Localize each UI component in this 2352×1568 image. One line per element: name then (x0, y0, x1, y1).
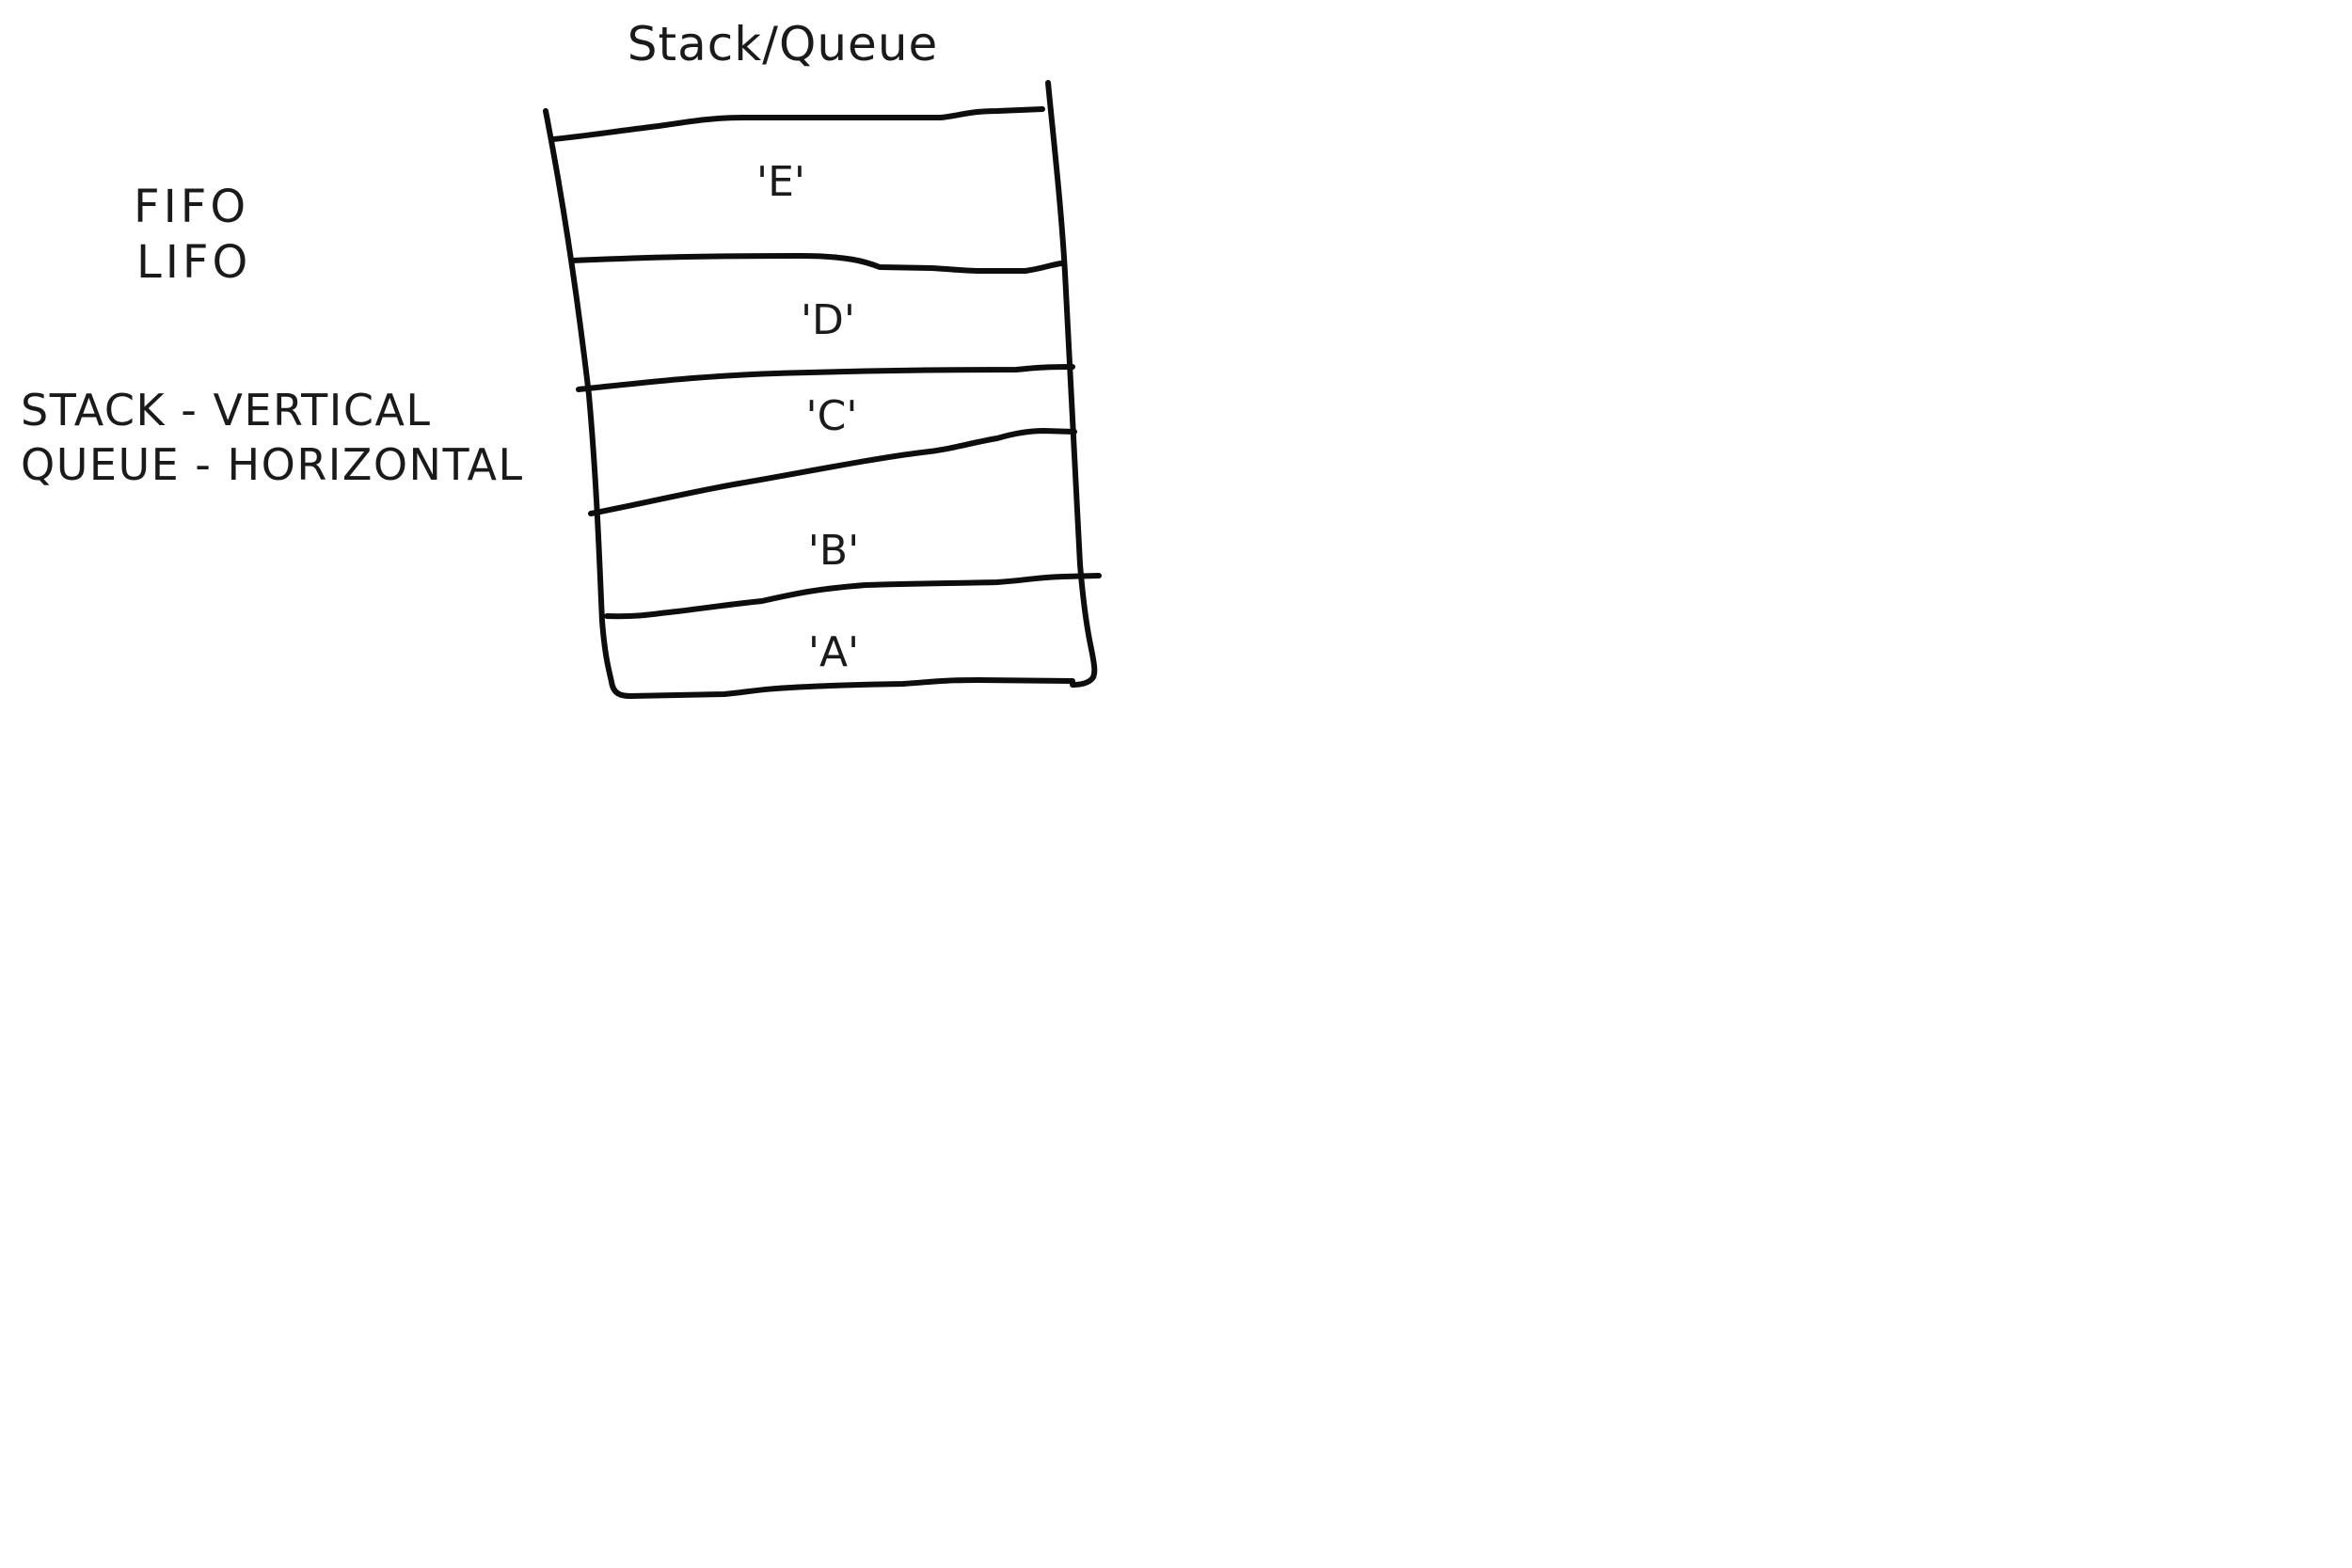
note-lifo: LIFO (136, 236, 251, 289)
stack-right-wall (1045, 80, 1098, 688)
cell-divider (604, 573, 1102, 620)
stack-bottom-edge (628, 677, 1075, 699)
diagram-title: Stack/Queue (628, 17, 939, 71)
cell-divider (576, 364, 1075, 392)
cell-label: 'E' (756, 158, 805, 206)
note-queue-horizontal: QUEUE - HORIZONTAL (21, 439, 524, 490)
cell-divider (569, 253, 1064, 274)
cell-label: 'C' (806, 392, 858, 440)
cell-label: 'A' (808, 628, 859, 676)
note-stack-vertical: STACK - VERTICAL (21, 385, 432, 436)
cell-divider (588, 428, 1077, 516)
cell-label: 'B' (808, 527, 859, 575)
note-fifo: FIFO (134, 181, 249, 233)
stack-left-wall (543, 108, 633, 699)
cell-divider (550, 106, 1045, 142)
cell-label: 'D' (801, 296, 855, 344)
stack-container (543, 80, 1102, 699)
